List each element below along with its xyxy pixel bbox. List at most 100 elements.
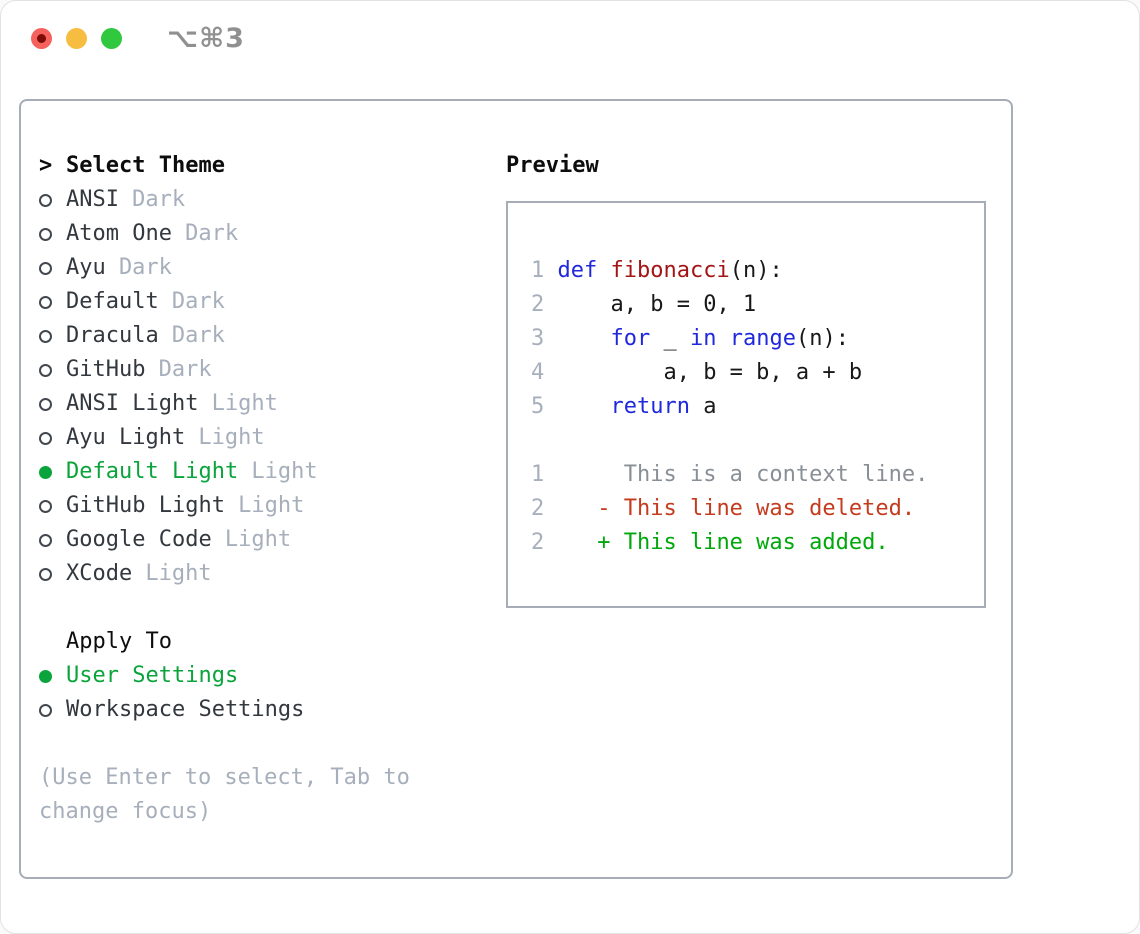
- token-plain: a, b = b, a + b: [557, 360, 863, 385]
- select-theme-title: Select Theme: [66, 153, 225, 178]
- theme-option-xcode[interactable]: XCode Light: [39, 557, 469, 591]
- token-keyword: def: [557, 258, 598, 283]
- variant-badge: Dark: [158, 357, 212, 382]
- radio-icon: [39, 567, 52, 581]
- radio-icon: [39, 329, 52, 343]
- option-label: ANSI: [66, 187, 119, 212]
- radio-icon: [39, 397, 52, 411]
- zoom-button[interactable]: [101, 28, 122, 49]
- token-plain: [716, 326, 729, 351]
- option-label: User Settings: [66, 663, 239, 688]
- line-number: 2: [531, 530, 558, 555]
- option-label: Dracula: [66, 323, 159, 348]
- code-line: 2 - This line was deleted.: [531, 492, 928, 526]
- option-label: Workspace Settings: [66, 697, 305, 722]
- token-plain: [558, 326, 611, 351]
- code-line: 2 + This line was added.: [531, 526, 928, 560]
- token-plain: [597, 258, 610, 283]
- token-keyword: return: [610, 394, 690, 419]
- apply-to-header: Apply To: [39, 625, 469, 659]
- token-plain: _: [650, 326, 690, 351]
- option-label: GitHub: [66, 357, 146, 382]
- spacer: [39, 727, 469, 761]
- line-number: 2: [531, 496, 558, 521]
- radio-icon: [39, 363, 52, 377]
- option-label: XCode: [66, 561, 133, 586]
- theme-option-default-light[interactable]: Default Light Light: [39, 455, 469, 489]
- radio-icon: [39, 261, 52, 275]
- variant-badge: Light: [224, 527, 292, 552]
- radio-selected-icon: [39, 465, 52, 479]
- line-number: 1: [531, 462, 558, 487]
- option-label: Ayu: [66, 255, 106, 280]
- variant-badge: Dark: [118, 255, 172, 280]
- theme-option-default[interactable]: Default Dark: [39, 285, 469, 319]
- token-plain: (n):: [795, 326, 849, 351]
- variant-badge: Dark: [171, 323, 225, 348]
- code-line: 4 a, b = b, a + b: [531, 356, 928, 390]
- line-number: 2: [531, 292, 558, 317]
- radio-icon: [39, 703, 52, 717]
- option-label: Atom One: [66, 221, 172, 246]
- radio-icon: [39, 431, 52, 445]
- radio-icon: [39, 499, 52, 513]
- radio-icon: [39, 193, 52, 207]
- theme-option-google-code[interactable]: Google Code Light: [39, 523, 469, 557]
- theme-option-github[interactable]: GitHub Dark: [39, 353, 469, 387]
- token-added: + This line was added.: [557, 530, 889, 555]
- prompt-caret: >: [39, 153, 53, 178]
- code-line: 2 a, b = 0, 1: [531, 288, 928, 322]
- code-line: [531, 424, 928, 458]
- code-line: 3 for _ in range(n):: [531, 322, 928, 356]
- line-number: 1: [531, 258, 558, 283]
- token-plain: a, b = 0, 1: [557, 292, 757, 317]
- radio-icon: [39, 227, 52, 241]
- theme-option-dracula[interactable]: Dracula Dark: [39, 319, 469, 353]
- variant-badge: Dark: [185, 221, 239, 246]
- apply-to-title: Apply To: [66, 629, 172, 654]
- preview-title: Preview: [506, 153, 599, 178]
- apply-option-user-settings[interactable]: User Settings: [39, 659, 469, 693]
- theme-option-ansi[interactable]: ANSI Dark: [39, 183, 469, 217]
- spacer: [39, 591, 469, 625]
- token-plain: a: [689, 394, 717, 419]
- apply-option-workspace-settings[interactable]: Workspace Settings: [39, 693, 469, 727]
- select-theme-header: > Select Theme: [39, 149, 469, 183]
- option-label: ANSI Light: [66, 391, 199, 416]
- line-number: 4: [531, 360, 558, 385]
- token-context: This is a context line.: [557, 462, 929, 487]
- token-plain: [558, 394, 611, 419]
- radio-selected-icon: [39, 669, 52, 683]
- variant-badge: Dark: [132, 187, 186, 212]
- radio-icon: [39, 295, 52, 309]
- token-plain: (n):: [729, 258, 783, 283]
- theme-option-ayu[interactable]: Ayu Dark: [39, 251, 469, 285]
- variant-badge: Light: [238, 493, 305, 518]
- token-keyword: in: [689, 326, 717, 351]
- option-label: Ayu Light: [66, 425, 186, 450]
- theme-option-atom-one[interactable]: Atom One Dark: [39, 217, 469, 251]
- option-label: Default: [66, 289, 159, 314]
- option-label: Default Light: [66, 459, 239, 484]
- variant-badge: Dark: [171, 289, 225, 314]
- minimize-button[interactable]: [66, 28, 87, 49]
- option-label: Google Code: [66, 527, 212, 552]
- titlebar: ⌥⌘3: [1, 1, 1139, 79]
- code-line: 5 return a: [531, 390, 928, 424]
- line-number: 5: [531, 394, 558, 419]
- token-keyword: range: [729, 326, 796, 351]
- variant-badge: Light: [145, 561, 212, 586]
- variant-badge: Light: [251, 459, 318, 484]
- window-title: ⌥⌘3: [167, 23, 245, 54]
- close-button[interactable]: [31, 28, 52, 49]
- keyboard-hint: (Use Enter to select, Tab to change focu…: [39, 765, 410, 824]
